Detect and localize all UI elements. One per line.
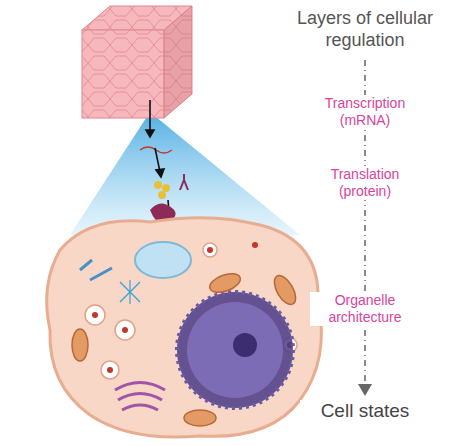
column-heading: Layers of cellular regulation bbox=[285, 8, 445, 51]
cell bbox=[47, 218, 322, 437]
layer-label: Translation (protein) bbox=[310, 166, 420, 200]
zoom-cone bbox=[70, 112, 300, 235]
layer-label: Cell states bbox=[300, 400, 430, 423]
tissue-cube bbox=[82, 6, 192, 118]
arrow-head bbox=[358, 384, 372, 396]
flow-arrows bbox=[140, 100, 188, 229]
layer-label: Transcription (mRNA) bbox=[310, 95, 420, 129]
layer-label: Organelle architecture bbox=[310, 292, 420, 326]
